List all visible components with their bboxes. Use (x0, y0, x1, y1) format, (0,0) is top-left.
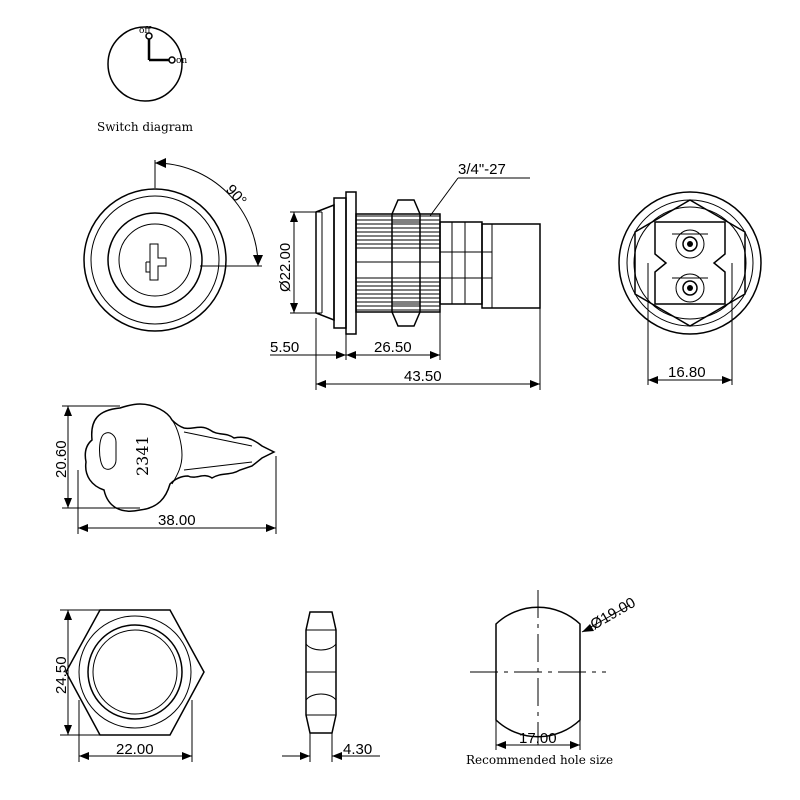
hex-nut-face: 24.50 22.00 (53, 609, 205, 762)
nut-width-label: 22.00 (116, 741, 154, 758)
rotation-angle-label: 90° (222, 181, 250, 209)
on-label: on (176, 56, 187, 66)
hole-diameter-label: Ø19.00 (588, 594, 639, 633)
front-view: 90° (83, 158, 263, 332)
switch-diagram-caption: Switch diagram (97, 120, 194, 134)
body-length-label: 26.50 (374, 339, 412, 356)
key-height-label: 20.60 (53, 440, 70, 478)
hex-nut-side: 4.30 (282, 611, 380, 762)
off-label: off (139, 26, 151, 36)
rear-view: 16.80 (618, 191, 762, 385)
side-view: 3/4"-27 Ø22.00 5.50 26.50 43.50 (270, 161, 541, 390)
switch-diagram: off on Switch diagram (97, 26, 194, 134)
nut-height-label: 24.50 (53, 656, 70, 694)
key-length-label: 38.00 (158, 512, 196, 529)
key-number-label: 2341 (133, 435, 152, 476)
hole-flat-width-label: 17.00 (519, 730, 557, 747)
thread-spec-label: 3/4"-27 (458, 161, 506, 178)
thread-lines-lower (356, 277, 440, 311)
nut-thickness-label: 4.30 (343, 741, 372, 758)
body-diameter-label: Ø22.00 (277, 243, 294, 292)
hole-diagram: Ø19.00 17.00 Recommended hole size (466, 590, 639, 767)
rear-width-label: 16.80 (668, 364, 706, 381)
hole-caption: Recommended hole size (466, 753, 613, 767)
key-drawing: 2341 20.60 38.00 (53, 403, 277, 534)
total-length-label: 43.50 (404, 368, 442, 385)
flange-dimension-label: 5.50 (270, 339, 299, 356)
thread-lines-upper (356, 215, 440, 249)
